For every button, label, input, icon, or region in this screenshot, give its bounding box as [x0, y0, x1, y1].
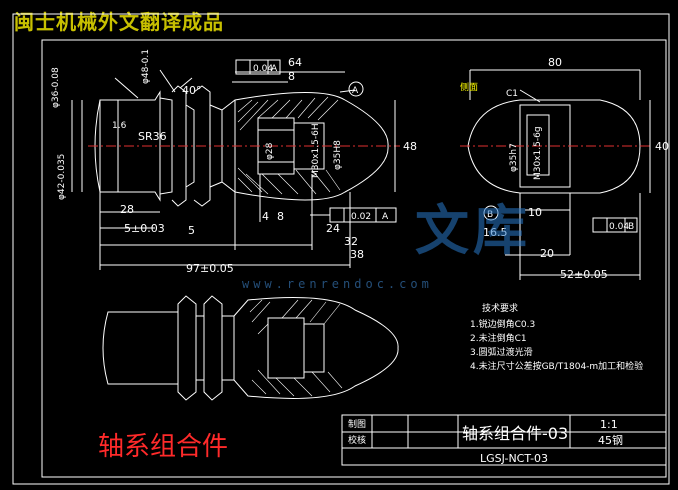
dim-48b: 48 [403, 140, 417, 153]
watermark-url: www.renrendoc.com [242, 277, 433, 291]
tb-material: 45钢 [598, 434, 623, 447]
dim-32: 32 [344, 235, 358, 248]
dim-4: 4 [262, 210, 269, 223]
dim-d48: φ48-0.1 [141, 49, 151, 84]
dim-8b: 8 [277, 210, 284, 223]
note-item: 1.锐边倒角C0.3 [470, 320, 536, 330]
watermark-logo: 文库 [415, 199, 531, 262]
tb-drawing-no: LGSJ-NCT-03 [480, 452, 548, 465]
datum-b-circle: B [487, 210, 493, 220]
dim-m30g: M30x1.5-6g [533, 126, 543, 180]
note-item: 4.未注尺寸公差按GB/T1804-m加工和检验 [470, 362, 644, 372]
dim-5b: 5 [188, 224, 195, 237]
dim-d35h7: φ35h7 [509, 143, 519, 172]
iso-view [102, 295, 399, 401]
dim-24: 24 [326, 222, 340, 235]
tol-3: 0.04 [609, 222, 629, 232]
tb-part-name: 轴系组合件-03 [462, 424, 569, 443]
dim-d42: φ42-0.035 [57, 154, 67, 200]
title-block [341, 414, 667, 466]
label-ce: 侧面 [460, 81, 478, 93]
datum-a-frame2: A [382, 212, 389, 222]
dim-80: 80 [548, 56, 562, 69]
outer-border [12, 13, 670, 485]
note-item: 2.未注倒角C1 [470, 334, 527, 344]
notes-title: 技术要求 [482, 304, 519, 314]
tb-row1-left: 制图 [348, 418, 366, 430]
note-item: 3.圆弧过渡光滑 [470, 348, 533, 358]
dim-97: 97±0.05 [186, 262, 234, 275]
dim-sr36: SR36 [138, 130, 167, 143]
dim-8: 8 [288, 70, 295, 83]
dim-10: 10 [528, 206, 542, 219]
dim-d36: φ36-0.08 [51, 67, 61, 108]
dim-16-5: 16.5 [483, 226, 508, 239]
datum-a-circle: A [352, 86, 359, 96]
datum-a-frame: A [271, 64, 278, 74]
dim-m30: M30x1.5-6H [311, 123, 321, 178]
tol-1: 0.04 [253, 64, 273, 74]
left-view [71, 59, 400, 270]
tb-scale: 1:1 [600, 418, 618, 431]
dim-52: 52±0.05 [560, 268, 608, 281]
technical-notes: 技术要求 1.锐边倒角C0.3 2.未注倒角C1 3.圆弧过渡光滑 4.未注尺寸… [470, 302, 643, 374]
dim-angle40: 40° [182, 84, 202, 97]
dim-d28: φ28 [265, 142, 275, 160]
dim-roughness: 1.6 [112, 121, 127, 131]
dim-28: 28 [120, 203, 134, 216]
inner-border [41, 39, 667, 478]
dim-40: 40 [655, 140, 669, 153]
tb-row2-left: 校核 [348, 434, 366, 446]
dim-20: 20 [540, 247, 554, 260]
dim-64: 64 [288, 56, 302, 69]
dim-d35h8: φ35H8 [333, 140, 343, 170]
caption: 轴系组合件 [98, 432, 229, 462]
dim-5: 5±0.03 [124, 222, 165, 235]
dim-38: 38 [350, 248, 364, 261]
tol-2: 0.02 [351, 212, 371, 222]
right-view [460, 69, 651, 280]
datum-b-frame: B [628, 222, 634, 232]
dim-c1: C1 [506, 89, 518, 99]
